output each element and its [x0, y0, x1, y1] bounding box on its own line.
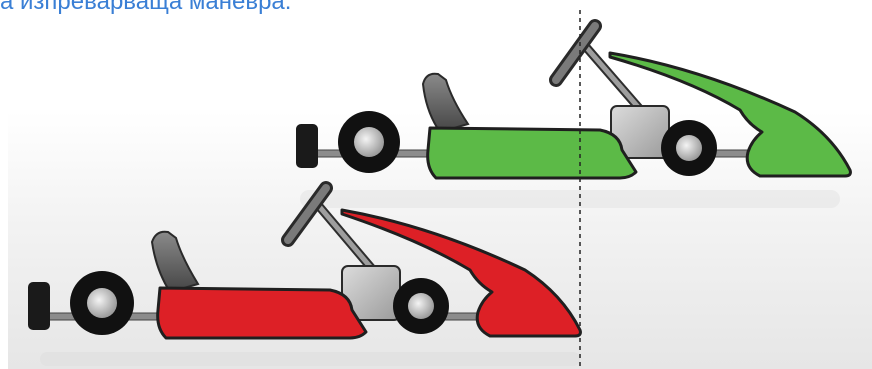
rear-wheel — [338, 111, 400, 173]
rear-bumper — [28, 282, 50, 330]
side-pod — [158, 288, 366, 338]
rear-wheel — [70, 271, 134, 335]
front-wheel — [661, 120, 717, 176]
front-wheel — [393, 278, 449, 334]
caption: а изпреварваща маневра: — [0, 0, 291, 16]
rear-bumper — [296, 124, 318, 168]
green-kart — [296, 26, 850, 178]
side-pod — [428, 128, 636, 178]
